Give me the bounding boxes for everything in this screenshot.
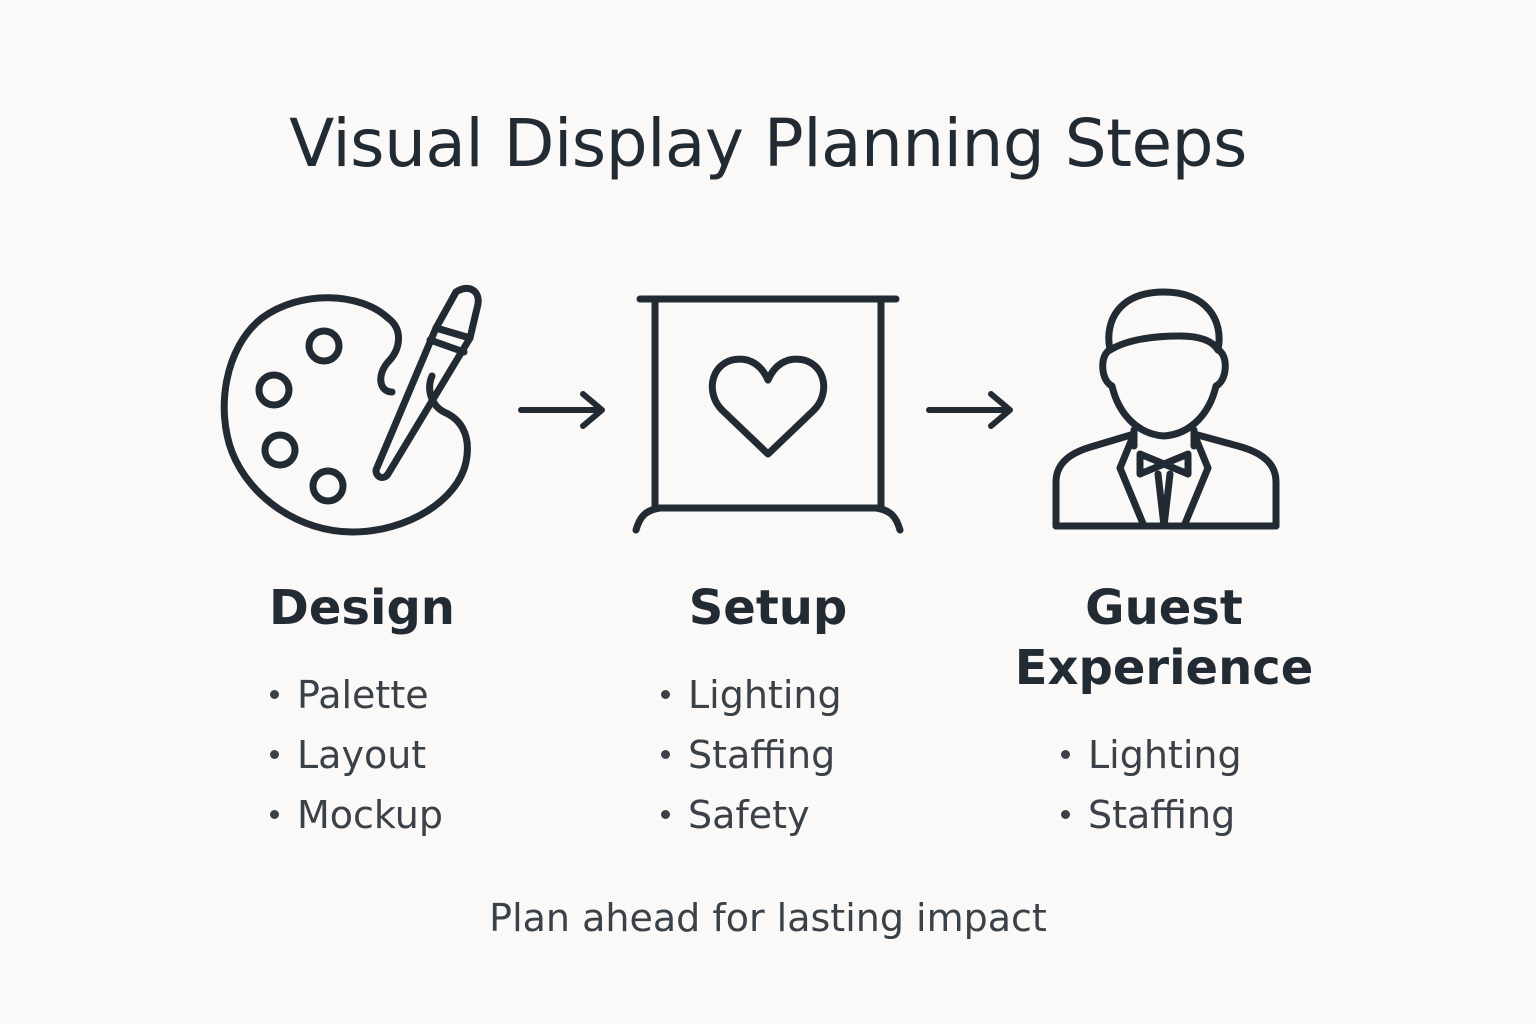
bullet-dot [270, 690, 279, 699]
list-item: Lighting [659, 665, 842, 725]
setup-items-list: Lighting Staffing Safety [659, 665, 842, 845]
bullet-dot [661, 690, 670, 699]
arrow-right-icon [923, 388, 1018, 436]
bullet-dot [1061, 750, 1070, 759]
list-item: Layout [268, 725, 443, 785]
person-suit-icon [1048, 284, 1284, 534]
step-title-design: Design [269, 580, 455, 636]
footer-tagline: Plan ahead for lasting impact [489, 896, 1047, 940]
list-item: Staffing [659, 725, 842, 785]
bullet-dot [661, 750, 670, 759]
list-item: Safety [659, 785, 842, 845]
page-title: Visual Display Planning Steps [289, 105, 1247, 182]
bullet-dot [270, 750, 279, 759]
bullet-dot [270, 810, 279, 819]
guest-experience-items-list: Lighting Staffing [1059, 725, 1242, 845]
list-item: Mockup [268, 785, 443, 845]
list-item: Staffing [1059, 785, 1242, 845]
arrow-right-icon [515, 388, 610, 436]
design-items-list: Palette Layout Mockup [268, 665, 443, 845]
bullet-dot [1061, 810, 1070, 819]
list-item: Palette [268, 665, 443, 725]
step-title-setup: Setup [688, 580, 848, 636]
step-title-guest-experience: Guest Experience [1014, 580, 1314, 696]
list-item: Lighting [1059, 725, 1242, 785]
backdrop-heart-icon [628, 290, 908, 535]
bullet-dot [661, 810, 670, 819]
palette-brush-icon [218, 282, 488, 547]
